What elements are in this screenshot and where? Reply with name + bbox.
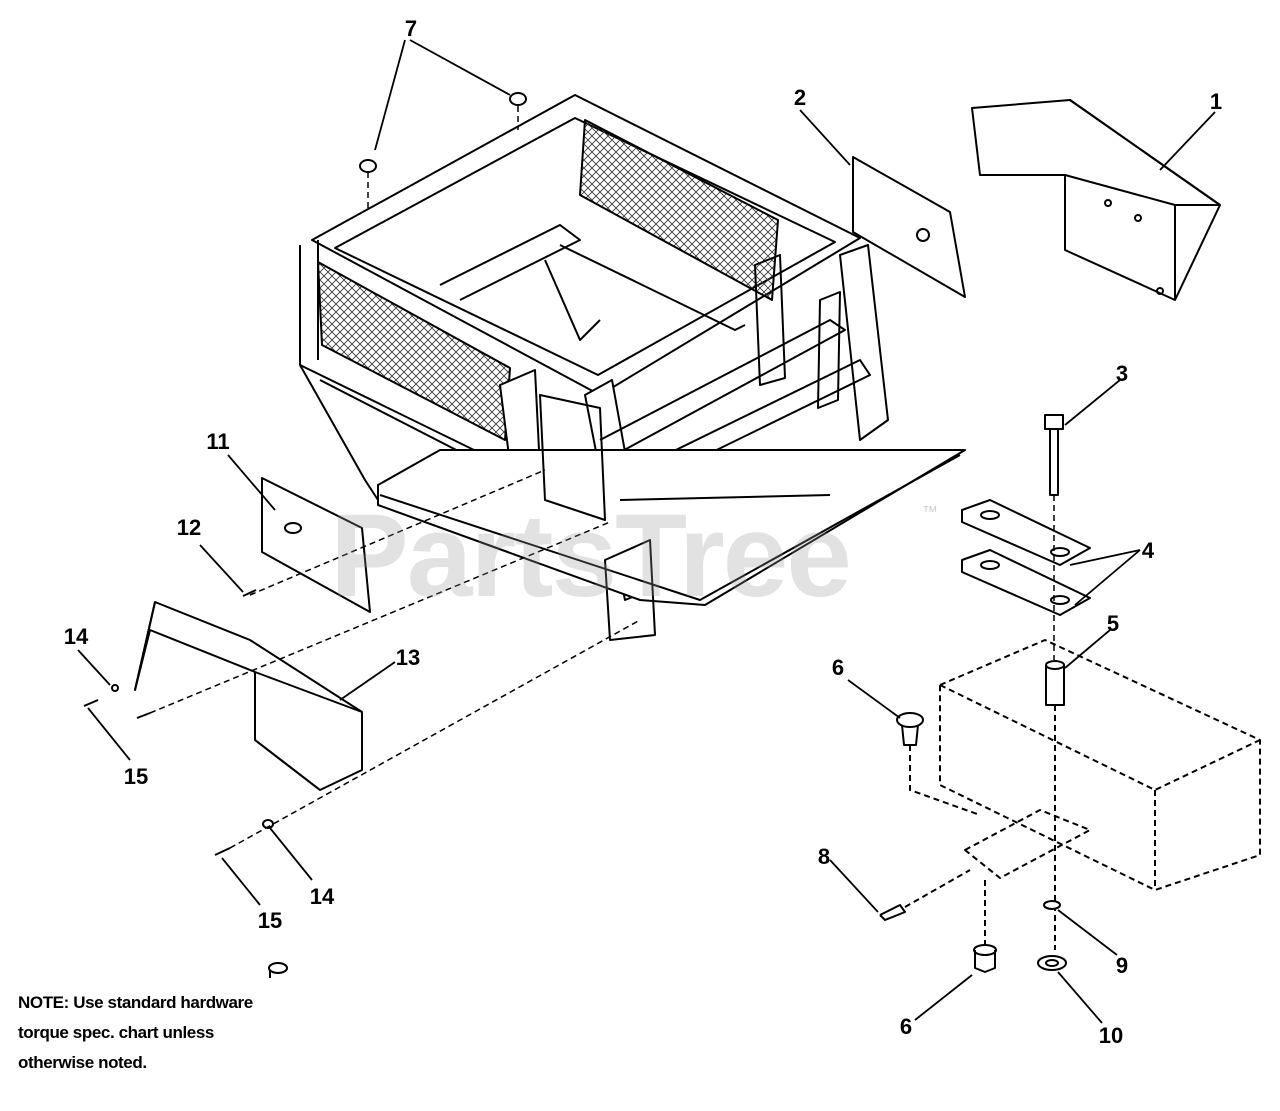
callout-14-left: 14 [63, 624, 89, 649]
callout-15-left: 15 [123, 764, 149, 789]
part-8-bolt [879, 904, 906, 921]
dashed-mower-body [904, 639, 1261, 950]
callout-13: 13 [395, 645, 421, 670]
part-6-bushing-top [896, 712, 924, 746]
watermark-logo: PartsTree [330, 490, 852, 622]
part-3-bolt [1044, 414, 1064, 496]
part-7-caps [359, 92, 527, 173]
part-12-screw [242, 589, 257, 597]
watermark-trademark: ™ [922, 504, 938, 521]
part-2-plate [852, 156, 966, 298]
note-line-1: NOTE: Use standard hardware [18, 993, 253, 1012]
dashed-assembly-lines [149, 106, 1055, 849]
callout-6-top: 6 [831, 655, 845, 680]
note-line-2: torque spec. chart unless [18, 1023, 214, 1042]
part-6-bushing-lower [973, 944, 997, 973]
callout-10: 10 [1098, 1023, 1124, 1048]
callout-8: 8 [817, 844, 831, 869]
leader-lines [77, 39, 1216, 1024]
part-9-washer [1043, 900, 1061, 910]
callout-2: 2 [793, 85, 807, 110]
part-5-spacer [1045, 660, 1065, 706]
part-10-nut [1037, 955, 1067, 971]
hardware-note: NOTE: Use standard hardware torque spec.… [18, 988, 253, 1078]
part-13-front-cover [134, 601, 363, 791]
part-11-plate [261, 477, 371, 613]
callout-5: 5 [1106, 611, 1120, 636]
callout-7: 7 [404, 16, 418, 41]
note-line-3: otherwise noted. [18, 1053, 147, 1072]
callout-4: 4 [1141, 538, 1155, 563]
callout-9: 9 [1115, 953, 1129, 978]
callout-11: 11 [206, 429, 230, 454]
part-6-bushing-bottom [268, 962, 288, 978]
callout-15-bottom: 15 [257, 908, 283, 933]
part-4-shims [961, 499, 1091, 616]
callout-14-bottom: 14 [309, 884, 335, 909]
part-14-15-hardware [83, 684, 274, 856]
callout-3: 3 [1115, 361, 1129, 386]
callout-1: 1 [1209, 89, 1223, 114]
callout-12: 12 [176, 515, 202, 540]
part-1-rear-cover [971, 99, 1221, 301]
callout-6-bottom: 6 [899, 1014, 913, 1039]
seat-frame [299, 94, 966, 641]
